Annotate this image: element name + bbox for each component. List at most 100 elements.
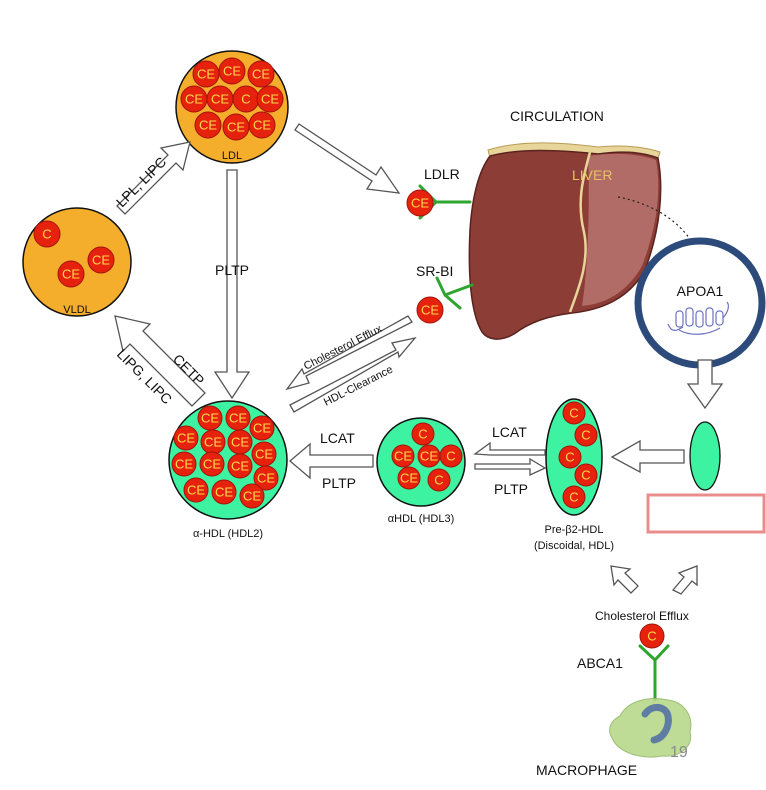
preb2-sphere-label: C: [569, 490, 578, 505]
arrow-ldl-to-hdl2: [213, 169, 251, 400]
ldl-sphere-label: CE: [185, 92, 203, 107]
hdl2-sphere: [239, 483, 265, 509]
ldl-sphere: [247, 60, 275, 88]
ldl-sphere-label: CE: [211, 92, 229, 107]
preb2-sphere: [558, 445, 582, 469]
liver-fissure: [568, 151, 592, 313]
cholesterol-efflux-label: Cholesterol Efflux: [595, 609, 689, 623]
arrow-efflux-up-right: [671, 565, 698, 595]
arrow-vldl-to-ldl: [116, 141, 191, 215]
ldl-sphere-label: CE: [199, 118, 217, 133]
abca1-c: C: [647, 629, 656, 644]
arrow-efflux-up-left: [610, 565, 639, 594]
srbi-ce: CE: [421, 303, 439, 318]
preb2-sphere-label: C: [581, 468, 590, 483]
pltp-2-label: PLTP: [494, 481, 528, 497]
hdl2-sphere-label: CE: [243, 489, 261, 504]
hdl2-sphere-label: CE: [215, 485, 233, 500]
hdl2-sphere-label: CE: [257, 471, 275, 486]
hdl3-sphere-label: C: [446, 449, 455, 464]
pltp-vertical-label: PLTP: [215, 262, 249, 278]
arrow-cholesterol-efflux: [285, 315, 413, 391]
hdl2-sphere: [249, 415, 275, 441]
ldlr-receptor: CE LDLR: [406, 166, 472, 220]
arrow-apoa1-down: [686, 359, 724, 410]
apoa1-label: APOA1: [677, 283, 724, 299]
lipid-poor-apoa1: [689, 421, 721, 491]
hdl2-sphere: [173, 425, 199, 451]
circulation-label: CIRCULATION: [510, 108, 604, 124]
srbi-receptor: CE SR-BI: [416, 263, 474, 324]
hdl2-sphere-label: CE: [175, 457, 193, 472]
hdl2-sphere-label: CE: [177, 431, 195, 446]
pltp-1-label: PLTP: [322, 475, 356, 491]
hdl2-sphere-label: CE: [204, 435, 222, 450]
lcat-2-label: LCAT: [492, 424, 527, 440]
preb2-sphere: [562, 401, 586, 425]
ldl-sphere-label: CE: [197, 67, 215, 82]
ldl-sphere-label: C: [241, 92, 250, 107]
preb2-sphere: [574, 423, 598, 447]
ldl-label: LDL: [222, 150, 242, 162]
liver-label: LIVER: [572, 167, 612, 183]
macrophage-label: MACROPHAGE: [536, 762, 637, 778]
hdl3-sphere-label: CE: [400, 471, 418, 486]
vldl-sphere-label: C: [42, 227, 51, 242]
ldl-sphere: [194, 111, 222, 139]
apoa1-ring: [634, 237, 766, 369]
hdl3-label: αHDL (HDL3): [388, 513, 454, 525]
preb2-sphere: [562, 485, 586, 509]
vldl-sphere: [57, 260, 85, 288]
hdl2-sphere-label: CE: [201, 411, 219, 426]
macrophage-cell: 19 MACROPHAGE: [536, 698, 692, 778]
preb2-sphere-label: C: [581, 428, 590, 443]
arrow-ldl-to-ldlr: [294, 123, 401, 194]
hdl2-sphere-label: CE: [253, 421, 271, 436]
ldl-sphere: [256, 85, 284, 113]
page-number: 19: [670, 744, 688, 761]
ldlr-label: LDLR: [424, 166, 460, 182]
hdl2-sphere-label: CE: [203, 457, 221, 472]
vldl-label: VLDL: [63, 304, 91, 316]
pre-beta2-label: Pre-β2-HDL: [545, 524, 604, 536]
arrow-apoa1-to-preb2: [610, 439, 685, 474]
preb2-sphere: [574, 463, 598, 487]
hdl2-sphere: [171, 451, 197, 477]
liver-apoa1-connector: [617, 196, 703, 269]
preb2-sphere-label: C: [569, 406, 578, 421]
hdl3-sphere: [427, 468, 451, 492]
ldl-sphere-label: CE: [261, 92, 279, 107]
hdl2-sphere-label: CE: [231, 459, 249, 474]
hdl2-sphere-label: CE: [255, 447, 273, 462]
vldl-sphere: [87, 246, 115, 274]
hdl2-sphere: [183, 477, 209, 503]
pre-beta2-sublabel: (Discoidal, HDL): [534, 540, 614, 552]
abca1-label: ABCA1: [577, 655, 623, 671]
vldl-sphere-label: CE: [92, 253, 110, 268]
hdl3-sphere-label: CE: [394, 449, 412, 464]
hdl2-sphere: [211, 479, 237, 505]
hdl2-sphere-label: CE: [187, 483, 205, 498]
hdl2-sphere: [199, 451, 225, 477]
hdl2-label: α-HDL (HDL2): [193, 528, 263, 540]
vldl-content: C CE CE: [33, 220, 115, 288]
apoa1-protein: APOA1: [634, 237, 766, 369]
ldl-sphere-label: CE: [252, 67, 270, 82]
arrow-preb2-to-hdl3: [473, 441, 546, 456]
hdl3-sphere: [391, 444, 415, 468]
vldl-sphere-label: CE: [62, 267, 80, 282]
ldlr-ce: CE: [411, 196, 429, 211]
ldl-sphere: [218, 57, 246, 85]
hdl2-sphere: [253, 465, 279, 491]
liver: LIVER: [468, 142, 662, 340]
hdl3-sphere-label: CE: [420, 449, 438, 464]
hdl2-sphere-label: CE: [229, 411, 247, 426]
vldl-particle: C CE CE VLDL: [22, 207, 132, 317]
